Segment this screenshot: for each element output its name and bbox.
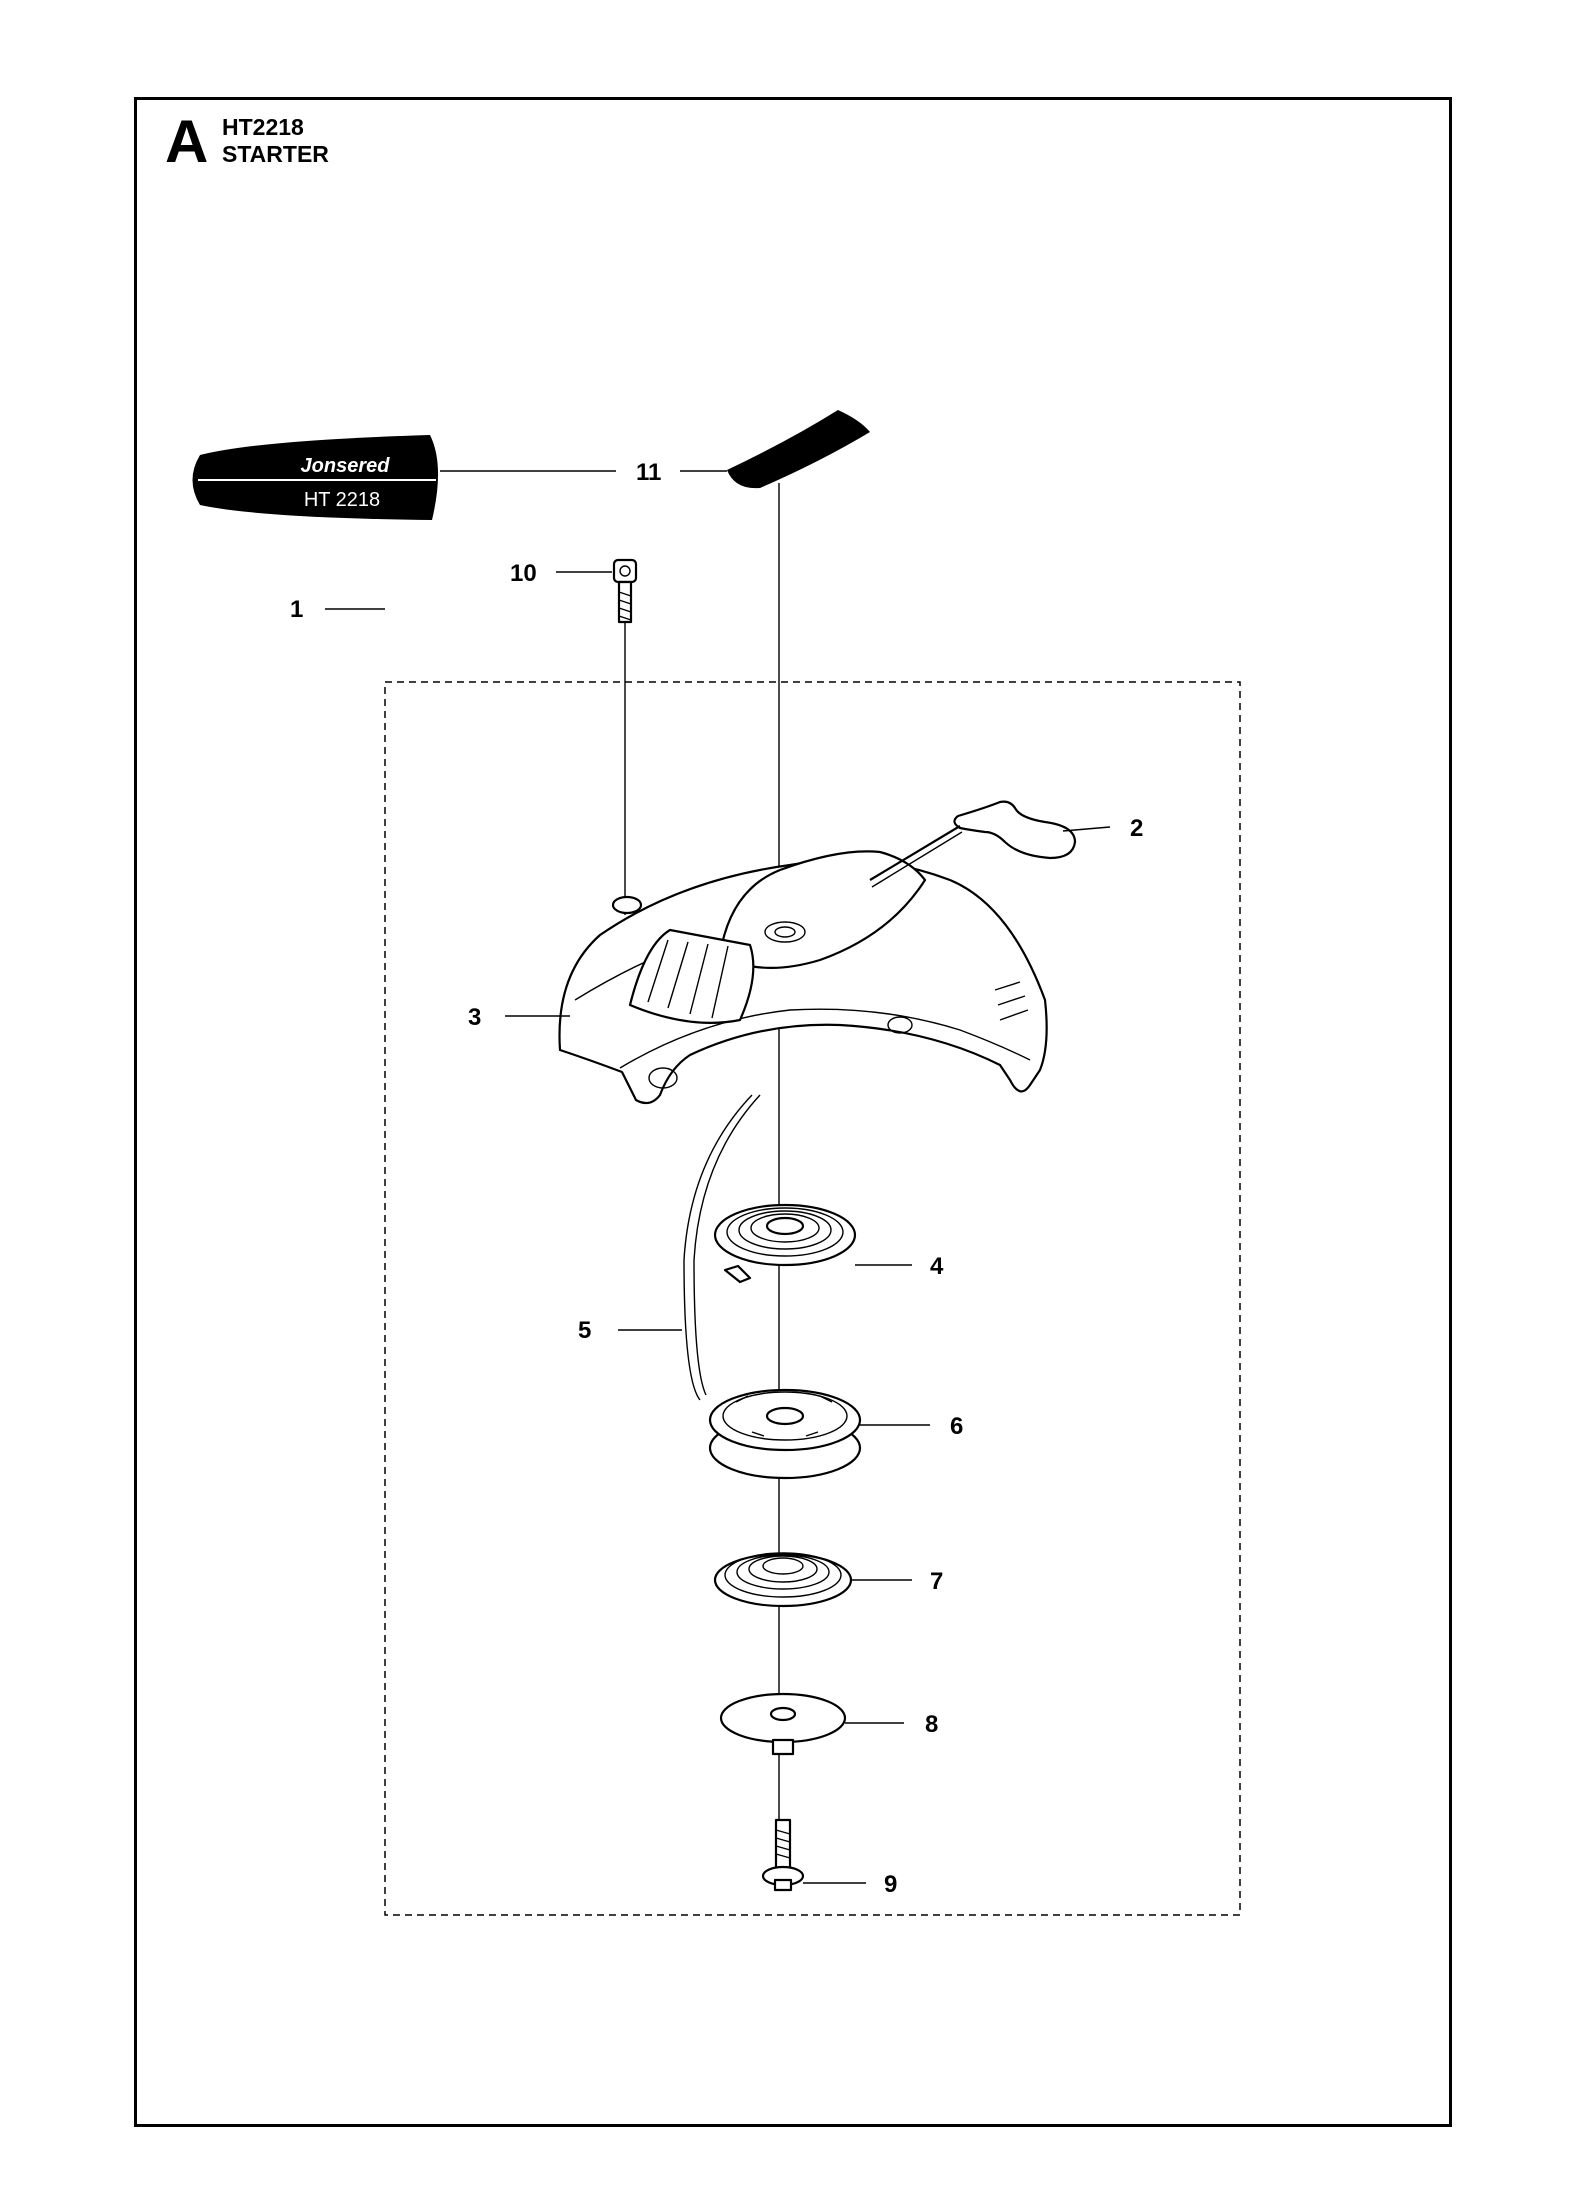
model-number: HT2218 — [222, 114, 304, 140]
callout-1: 1 — [290, 596, 303, 623]
callout-7: 7 — [930, 1568, 943, 1595]
page-frame — [134, 97, 1452, 2127]
spring-cassette — [713, 1203, 857, 1284]
callout-10: 10 — [510, 560, 537, 587]
decal-label: Jonsered HT 2218 — [192, 435, 439, 520]
rope-pulley — [708, 1388, 862, 1480]
callout-8: 8 — [925, 1711, 938, 1738]
decal-brand-text: Jonsered — [301, 455, 391, 477]
decal-oblique — [727, 410, 870, 489]
callout-11: 11 — [636, 459, 661, 486]
starter-housing — [558, 850, 1048, 1105]
callout-4: 4 — [930, 1253, 944, 1280]
decal-model-text: HT 2218 — [304, 489, 380, 511]
washer-plate — [719, 1692, 847, 1756]
callout-3: 3 — [468, 1004, 481, 1031]
callout-9: 9 — [884, 1871, 897, 1898]
starter-handle — [869, 800, 1077, 888]
callout-2: 2 — [1130, 815, 1143, 842]
screw-9 — [761, 1818, 805, 1892]
section-letter: A — [165, 108, 209, 175]
screw-10 — [612, 558, 638, 624]
diagram-title: STARTER — [222, 141, 329, 167]
return-spring — [713, 1552, 853, 1608]
callout-5: 5 — [578, 1317, 591, 1344]
callout-6: 6 — [950, 1413, 963, 1440]
starter-rope — [683, 1094, 761, 1401]
